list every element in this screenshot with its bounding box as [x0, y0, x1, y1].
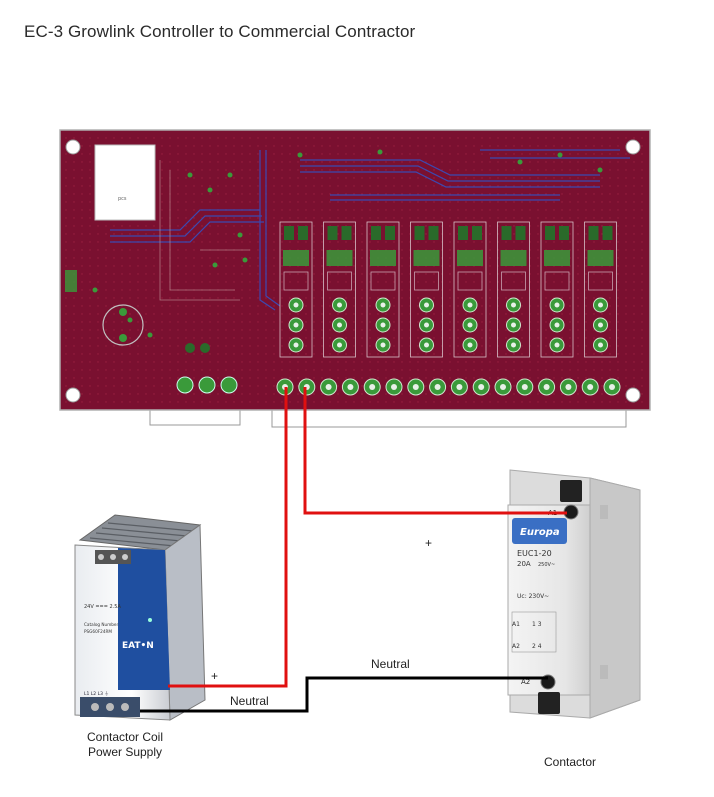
- contactor-terminal-a2: A2: [521, 678, 530, 686]
- page-title: EC-3 Growlink Controller to Commercial C…: [24, 22, 416, 41]
- ps-led: [148, 618, 152, 622]
- pcb-mounting-holes: [65, 139, 641, 403]
- label-power-supply: Contactor Coil Power Supply: [70, 730, 180, 760]
- pcb-capacitor: [102, 304, 144, 346]
- pcb-terminals: [276, 378, 621, 396]
- ps-brand-logo: EAT•N: [122, 641, 154, 651]
- label-neutral-supply: Neutral: [230, 694, 269, 708]
- pcb-power-pins: [176, 343, 238, 394]
- svg-text:pcs: pcs: [118, 196, 127, 202]
- label-contactor: Contactor: [544, 755, 597, 769]
- relay-3: [366, 221, 400, 358]
- contactor-coil: Uc: 230V~: [517, 593, 549, 600]
- relay-5: [453, 221, 487, 358]
- contactor-device: Europa EUC1-20 20A 250V~ Uc: 230V~ A1 A2…: [507, 469, 641, 719]
- contactor-brand: Europa: [520, 527, 560, 538]
- wire-positive-to-supply: [168, 387, 288, 688]
- relay-8: [584, 221, 617, 358]
- contactor-rating: 20A: [517, 560, 531, 568]
- contactor-model: EUC1-20: [517, 549, 552, 558]
- contactor-schematic-a2: A2: [512, 643, 520, 650]
- label-plus-supply: +: [211, 669, 219, 683]
- pcb-traces: [110, 149, 630, 311]
- label-plus-contactor: +: [425, 536, 433, 550]
- relay-2: [323, 221, 356, 358]
- relay-6: [497, 221, 530, 358]
- relay-4: [410, 221, 443, 358]
- relay-1: [279, 221, 313, 358]
- label-power-supply-line1: Contactor Coil: [86, 730, 164, 744]
- ps-rating: 24V === 2.5A: [84, 604, 121, 610]
- relay-7: [540, 221, 574, 358]
- pcb-relays: [279, 221, 617, 358]
- contactor-brand-panel: [512, 518, 567, 544]
- contactor-contacts-top: 1 3: [532, 621, 542, 628]
- label-power-supply-line2: Power Supply: [87, 745, 163, 759]
- ps-catalog-number: PSG60F24RM: [84, 629, 112, 634]
- pcb-vias: [92, 149, 603, 338]
- ps-blue-panel: [118, 548, 170, 690]
- pcb-usb-cutout: [94, 144, 156, 221]
- label-neutral-contactor: Neutral: [371, 657, 410, 671]
- power-supply: L1 L2 L3 ⏚ 24V === 2.5A Catalog Number P…: [74, 514, 206, 721]
- contactor-voltage: 250V~: [538, 562, 555, 568]
- wire-neutral: [140, 676, 548, 713]
- contactor-contacts-bottom: 2 4: [532, 643, 542, 650]
- ps-terminal-text: L1 L2 L3 ⏚: [84, 690, 109, 697]
- contactor-side: [589, 477, 641, 719]
- ps-side: [164, 524, 206, 721]
- contactor-schematic-a1: A1: [512, 621, 520, 628]
- controller-pcb: pcs: [59, 129, 651, 428]
- ps-catalog-label: Catalog Number: [84, 622, 119, 627]
- wires: [140, 387, 567, 713]
- wire-positive-to-contactor: [303, 387, 567, 515]
